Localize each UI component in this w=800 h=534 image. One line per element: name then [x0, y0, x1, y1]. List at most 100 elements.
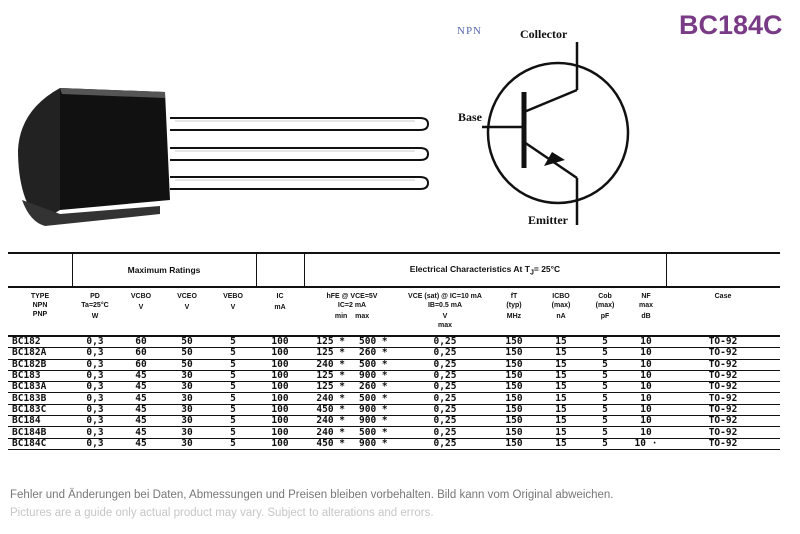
cell-value: 0,25 [433, 392, 457, 404]
cell-value: 100 [271, 381, 289, 393]
cell-value: 50 [181, 347, 193, 359]
table-cell: 60 [118, 347, 164, 360]
cell-value: BC183A [12, 381, 47, 393]
to92-package-image [18, 88, 430, 226]
table-cell: 10 [626, 415, 666, 428]
type-cell: BC184B [8, 426, 72, 439]
column-name: Cob (max) [595, 293, 615, 309]
emitter-label: Emitter [528, 213, 568, 227]
cell-value: BC183B [12, 392, 47, 404]
table-cell: 0,25 [400, 437, 490, 450]
base-label: Base [458, 110, 482, 124]
table-cell: 0,25 [400, 403, 490, 417]
table-cell: TO-92 [666, 359, 780, 371]
cell-value: BC183C [12, 403, 47, 415]
table-cell: 5 [584, 438, 626, 450]
cell-value: 100 [271, 370, 289, 382]
header-maximum-ratings: Maximum Ratings [71, 252, 257, 288]
cell-value: 0,25 [433, 403, 457, 415]
column-name: VCEO [177, 293, 197, 300]
cell-value: 5 [230, 370, 236, 382]
table-cell: 0,25 [400, 370, 490, 383]
cell-value: 45 [135, 370, 147, 382]
table-cell: 240 *500 * [304, 426, 400, 439]
header-electrical-characteristics: Electrical Characteristics At TJ= 25°C [304, 252, 667, 288]
transistor-body [18, 88, 170, 226]
cell-value: 60 [135, 336, 147, 348]
cell-value: 125 * [316, 336, 345, 348]
cell-value: 0,25 [433, 437, 457, 449]
table-cell: 0,25 [400, 381, 490, 394]
table-cell: 0,3 [72, 370, 118, 383]
cell-value: 0,25 [433, 347, 457, 359]
specifications-table: Maximum Ratings Electrical Characteristi… [8, 252, 780, 450]
cell-value: 50 [181, 336, 193, 348]
cell-value: 100 [271, 358, 289, 370]
table-cell: 0,25 [400, 392, 490, 405]
cell-value: 30 [181, 381, 193, 393]
table-cell: 240 *500 * [304, 392, 400, 405]
table-cell: 30 [164, 370, 210, 383]
cell-value: 10 [640, 426, 652, 438]
cell-value: 30 [181, 370, 193, 382]
cell-value: 5 [230, 437, 236, 449]
cell-value: BC184 [12, 415, 41, 427]
part-number-title: BC184C [679, 10, 783, 40]
cell-value: 30 [181, 403, 193, 415]
cell-value: 900 * [359, 415, 388, 427]
table-cell: TO-92 [666, 381, 780, 394]
table-cell: 10 [626, 426, 666, 439]
table-cell: 0,3 [72, 347, 118, 360]
cell-value: 0,25 [433, 358, 457, 370]
table-cell: 0,25 [400, 358, 490, 371]
table-cell: 15 [538, 404, 584, 417]
cell-value: TO-92 [708, 403, 738, 415]
table-cell: 5 [584, 404, 626, 417]
cell-value: TO-92 [708, 381, 738, 393]
table-cell: 0,3 [72, 392, 118, 405]
table-cell: 0,25 [400, 426, 490, 439]
cell-value: 450 * [316, 437, 345, 449]
table-cell: 0,25 [400, 336, 490, 349]
collector-label: Collector [520, 27, 568, 41]
table-cell: 240 *900 * [304, 415, 400, 428]
cell-value: 0,3 [86, 370, 104, 382]
cell-value: 125 * [316, 370, 345, 382]
cell-value: 240 * [316, 358, 345, 370]
cell-value: 150 [505, 426, 523, 438]
table-cell: 45 [118, 426, 164, 439]
table-cell: 15 [538, 381, 584, 394]
table-cell: 50 [164, 347, 210, 360]
header-blank [8, 252, 72, 288]
table-cell: 0,3 [72, 336, 118, 349]
table-cell: 150 [490, 381, 538, 394]
cell-value: 10 [640, 336, 652, 348]
cell-value: 10 [640, 347, 652, 359]
table-cell: 5 [584, 370, 626, 383]
cell-value: 150 [505, 370, 523, 382]
table-cell: 125 *260 * [304, 347, 400, 360]
table-cell: 15 [538, 370, 584, 383]
transistor-leads [170, 117, 430, 190]
table-cell: 30 [164, 426, 210, 439]
column-name: hFE @ VCE=5V IC=2 mA [326, 293, 378, 309]
cell-value: 0,3 [86, 403, 104, 415]
cell-value: 30 [181, 392, 193, 404]
column-unit: V [230, 304, 236, 311]
table-cell: 10 [626, 347, 666, 360]
cell-value: 150 [505, 415, 523, 427]
table-cell: 100 [256, 438, 304, 450]
table-cell: 0,3 [72, 359, 118, 371]
table-cell: 45 [118, 404, 164, 417]
table-cell: 15 [538, 438, 584, 450]
cell-value: 5 [602, 336, 608, 348]
table-cell: 15 [538, 392, 584, 405]
emitter-arrow-icon [544, 152, 565, 166]
table-cell: 10 [626, 404, 666, 417]
cell-value: 5 [602, 358, 608, 370]
